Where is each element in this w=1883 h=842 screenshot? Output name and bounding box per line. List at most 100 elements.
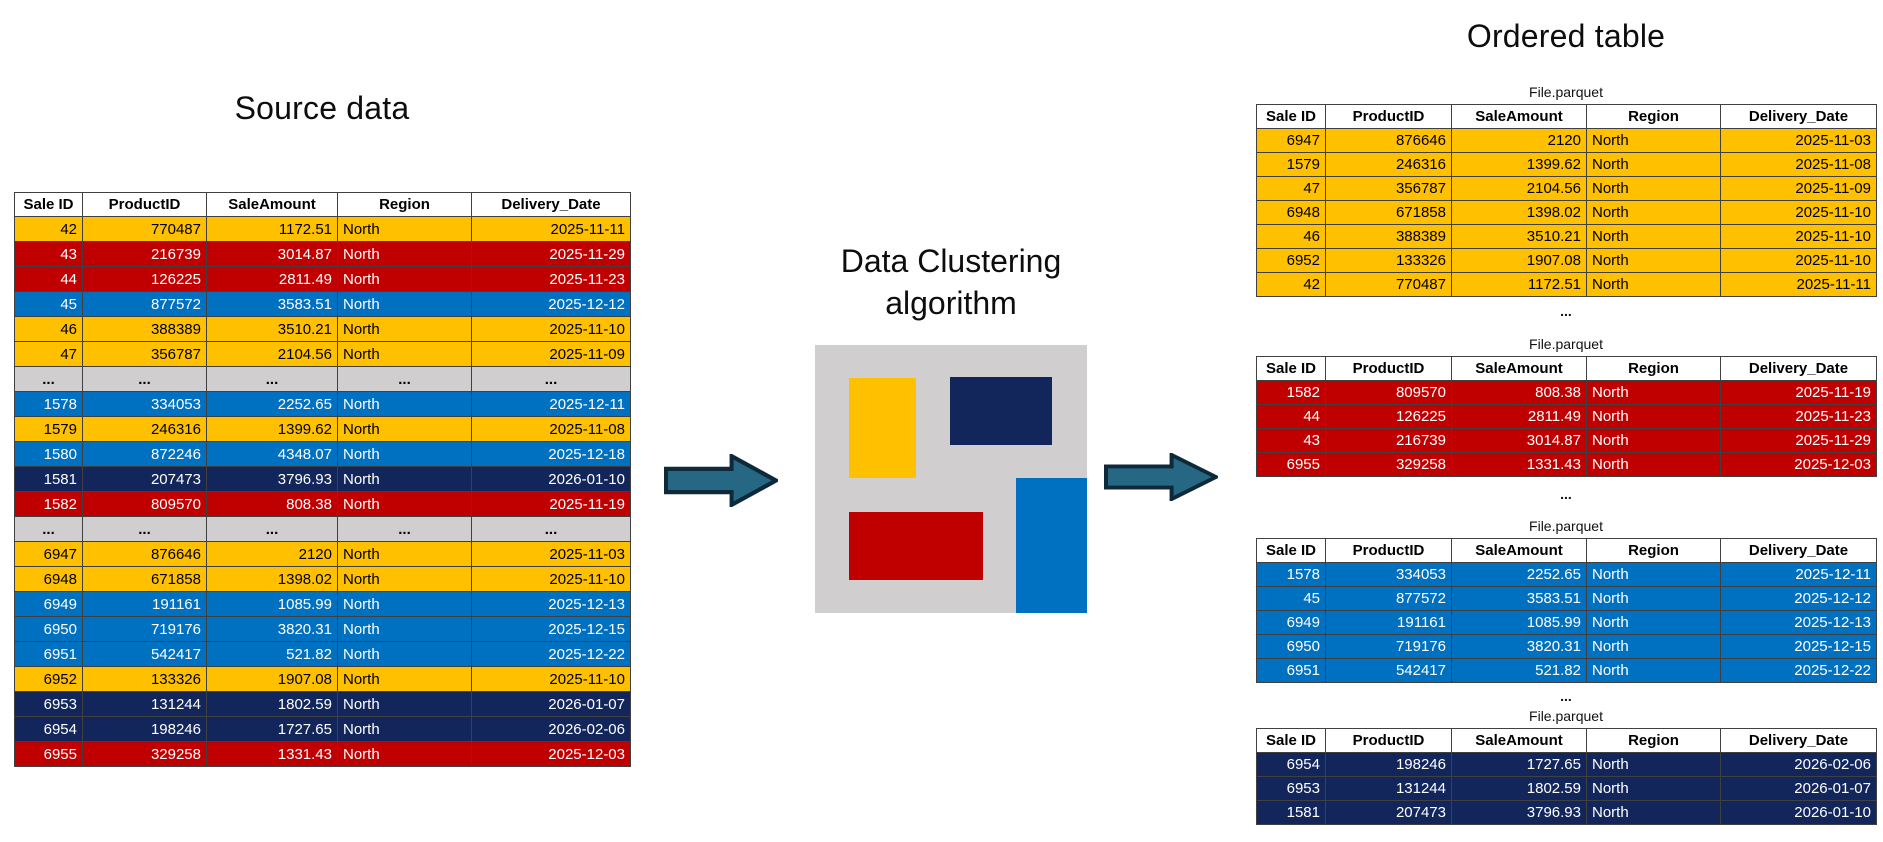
arrow-right-icon bbox=[1104, 453, 1218, 501]
table-cell: 388389 bbox=[1325, 224, 1452, 249]
table-cell: 46 bbox=[1256, 224, 1326, 249]
table-cell: 2026-02-06 bbox=[471, 716, 631, 742]
table-cell: 6950 bbox=[1256, 634, 1326, 659]
table-cell: 131244 bbox=[1325, 776, 1452, 801]
table-cell: 356787 bbox=[1325, 176, 1452, 201]
table-cell: 1398.02 bbox=[206, 566, 338, 592]
table-cell: 2025-11-10 bbox=[1720, 224, 1877, 249]
table-cell: 246316 bbox=[82, 416, 207, 442]
ellipsis-row: ............... bbox=[14, 516, 631, 542]
table-cell: 6951 bbox=[14, 641, 83, 667]
table-cell: 1582 bbox=[1256, 380, 1326, 405]
table-cell: 2252.65 bbox=[1451, 562, 1587, 587]
table-cell: 2025-11-09 bbox=[1720, 176, 1877, 201]
column-header-delivery-date: Delivery_Date bbox=[471, 192, 631, 217]
table-cell: ... bbox=[471, 516, 631, 542]
table-cell: North bbox=[337, 691, 472, 717]
table-cell: 2025-12-12 bbox=[1720, 586, 1877, 611]
column-header-delivery-date: Delivery_Date bbox=[1720, 538, 1877, 563]
table-cell: 1802.59 bbox=[206, 691, 338, 717]
table-cell: 42 bbox=[14, 216, 83, 242]
table-cell: 877572 bbox=[1325, 586, 1452, 611]
arrow-shape bbox=[664, 454, 778, 507]
table-cell: North bbox=[1586, 404, 1721, 429]
table-cell: 1398.02 bbox=[1451, 200, 1587, 225]
table-cell: 42 bbox=[1256, 272, 1326, 297]
table-cell: North bbox=[1586, 128, 1721, 153]
table-cell: 6948 bbox=[14, 566, 83, 592]
table-cell: 47 bbox=[14, 341, 83, 367]
column-header-delivery-date: Delivery_Date bbox=[1720, 728, 1877, 753]
table-cell: 2025-12-11 bbox=[471, 391, 631, 417]
algorithm-title: Data Clustering algorithm bbox=[840, 243, 1062, 321]
table-cell: North bbox=[1586, 610, 1721, 635]
table-cell: 6955 bbox=[1256, 452, 1326, 477]
table-cell: 6952 bbox=[1256, 248, 1326, 273]
table-cell: 356787 bbox=[82, 341, 207, 367]
table-cell: 1399.62 bbox=[1451, 152, 1587, 177]
table-cell: 2025-12-15 bbox=[1720, 634, 1877, 659]
table-cell: North bbox=[1586, 452, 1721, 477]
table-cell: 2025-12-03 bbox=[1720, 452, 1877, 477]
table-cell: 3583.51 bbox=[1451, 586, 1587, 611]
table-cell: North bbox=[1586, 176, 1721, 201]
table-cell: 770487 bbox=[1325, 272, 1452, 297]
column-header-region: Region bbox=[1586, 538, 1721, 563]
table-cell: ... bbox=[14, 516, 83, 542]
table-cell: 44 bbox=[1256, 404, 1326, 429]
ellipsis-row: ............... bbox=[14, 366, 631, 392]
table-cell: 2025-11-29 bbox=[1720, 428, 1877, 453]
table-cell: North bbox=[1586, 380, 1721, 405]
column-header-sale-id: Sale ID bbox=[1256, 728, 1326, 753]
table-cell: 6948 bbox=[1256, 200, 1326, 225]
parquet-file-label: File.parquet bbox=[1529, 336, 1603, 352]
column-header-sale-id: Sale ID bbox=[1256, 104, 1326, 129]
table-cell: 334053 bbox=[1325, 562, 1452, 587]
table-cell: 671858 bbox=[82, 566, 207, 592]
table-cell: 329258 bbox=[82, 741, 207, 767]
table-cell: 2025-11-10 bbox=[471, 566, 631, 592]
table-cell: 191161 bbox=[1325, 610, 1452, 635]
table-cell: 719176 bbox=[1325, 634, 1452, 659]
table-cell: 2026-01-10 bbox=[471, 466, 631, 492]
table-cell: 6954 bbox=[1256, 752, 1326, 777]
column-header-productid: ProductID bbox=[1325, 356, 1452, 381]
table-cell: 334053 bbox=[82, 391, 207, 417]
table-cell: North bbox=[337, 566, 472, 592]
table-cell: 45 bbox=[1256, 586, 1326, 611]
table-cell: 1399.62 bbox=[206, 416, 338, 442]
table-cell: 2025-11-10 bbox=[1720, 248, 1877, 273]
table-cell: 1172.51 bbox=[206, 216, 338, 242]
table-cell: North bbox=[337, 266, 472, 292]
table-cell: 2025-11-03 bbox=[471, 541, 631, 567]
table-cell: ... bbox=[82, 366, 207, 392]
column-header-sale-id: Sale ID bbox=[1256, 356, 1326, 381]
table-cell: 6954 bbox=[14, 716, 83, 742]
table-cell: 2025-12-22 bbox=[1720, 658, 1877, 683]
table-cell: 191161 bbox=[82, 591, 207, 617]
table-cell: 2025-11-19 bbox=[471, 491, 631, 517]
table-cell: 876646 bbox=[82, 541, 207, 567]
table-cell: 808.38 bbox=[206, 491, 338, 517]
table-cell: 207473 bbox=[82, 466, 207, 492]
table-cell: 6949 bbox=[14, 591, 83, 617]
table-cell: 1578 bbox=[14, 391, 83, 417]
